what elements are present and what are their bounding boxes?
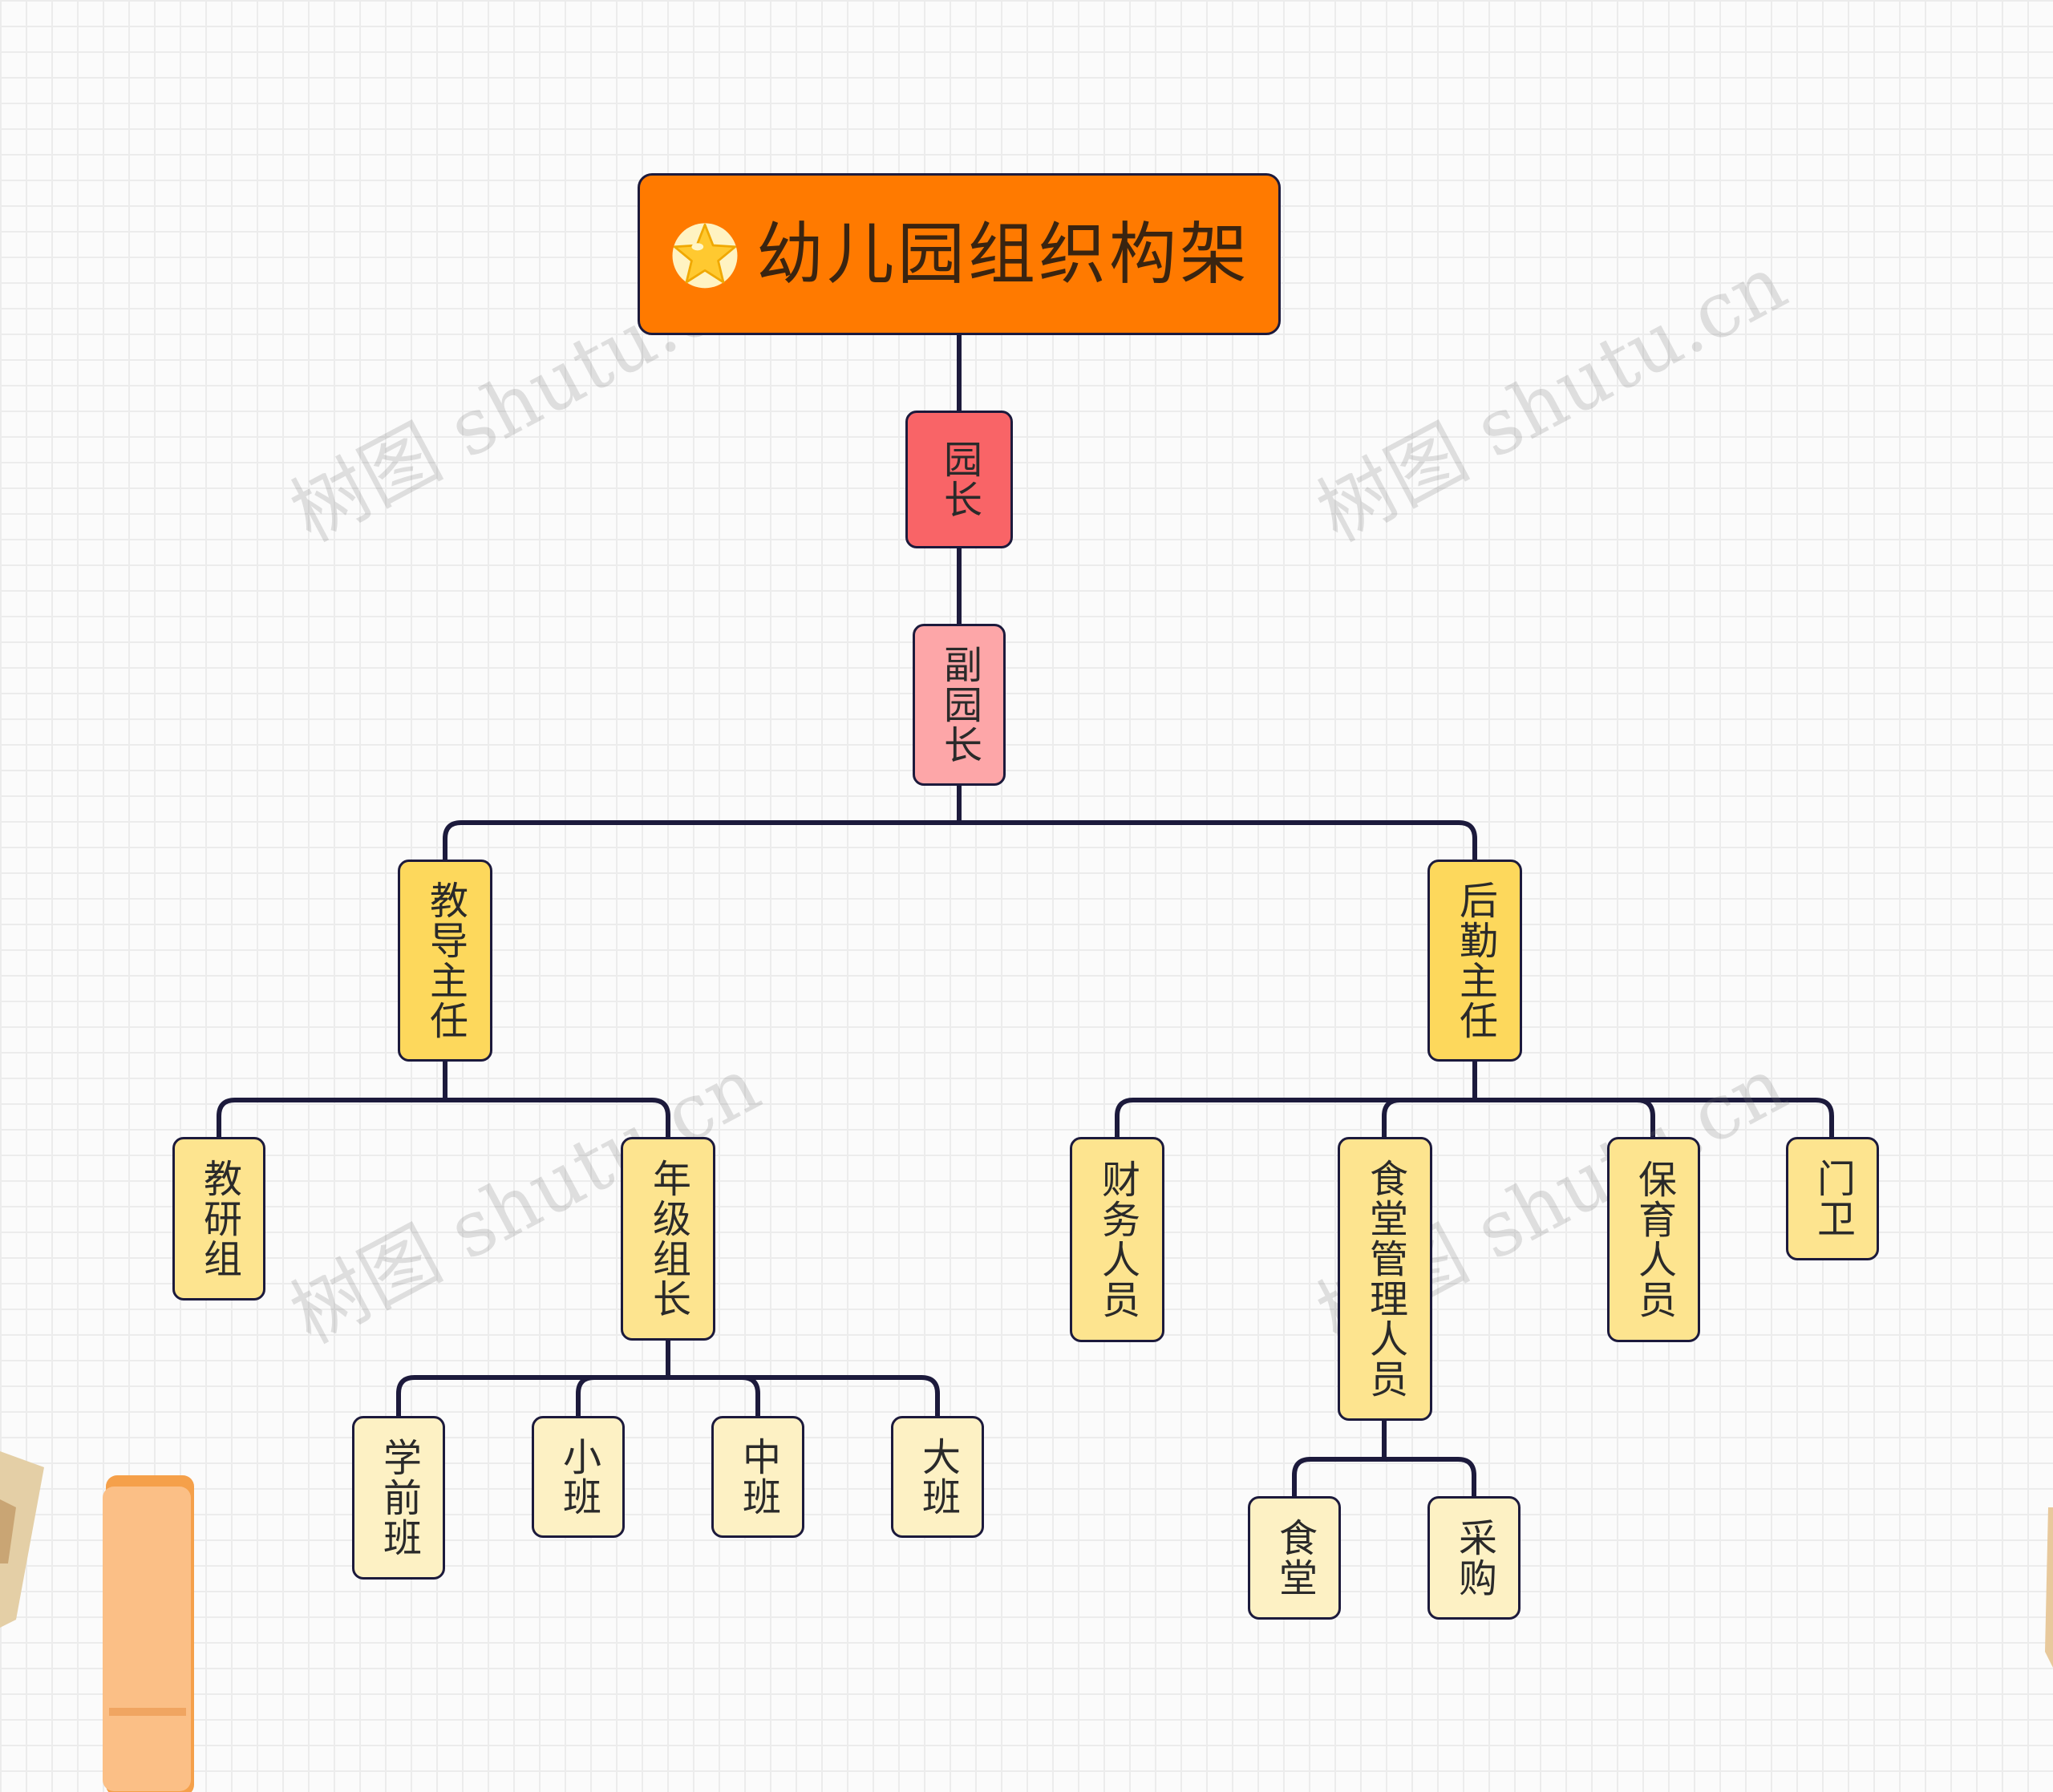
node-logistics-director[interactable]: 后勤主任 [1427,860,1522,1062]
node-grade-leader[interactable]: 年级组长 [621,1137,715,1341]
node-academic-director[interactable]: 教导主任 [398,860,492,1062]
connector-grade-classes [396,1338,940,1418]
connector-academic-children [217,1059,670,1139]
node-label: 财务人员 [1095,1159,1140,1320]
node-label: 后勤主任 [1452,880,1497,1041]
node-purchasing[interactable]: 采购 [1427,1496,1521,1620]
node-label: 教导主任 [423,880,468,1041]
node-label: 学前班 [376,1438,421,1558]
node-childcare-staff[interactable]: 保育人员 [1607,1137,1700,1342]
node-label: 副园长 [937,645,982,765]
node-vice-principal[interactable]: 副园长 [913,624,1006,786]
node-canteen-manager[interactable]: 食堂管理人员 [1338,1137,1432,1421]
node-label: 食堂 [1272,1518,1317,1598]
paper-decoration-right [2045,1507,2053,1668]
page-title: 幼儿园组织构架 [755,215,1250,293]
node-gatekeeper[interactable]: 门卫 [1786,1137,1879,1260]
node-label: 大班 [915,1437,960,1517]
node-label: 门卫 [1810,1159,1855,1239]
node-preschool-class[interactable]: 学前班 [352,1416,445,1580]
star-icon [672,223,738,289]
connector-canteen-children [1292,1418,1476,1499]
node-small-class[interactable]: 小班 [532,1416,625,1538]
node-label: 食堂管理人员 [1363,1159,1407,1399]
root-title-node[interactable]: 幼儿园组织构架 [638,173,1281,335]
paper-decoration-left [0,1451,44,1628]
connector-logistics-children [1115,1059,1834,1139]
node-label: 采购 [1452,1518,1496,1598]
node-label: 园长 [937,439,982,520]
node-label: 年级组长 [646,1159,690,1319]
node-label: 小班 [556,1437,601,1517]
node-principal[interactable]: 园长 [905,411,1013,548]
node-label: 中班 [735,1437,780,1517]
node-teaching-research-group[interactable]: 教研组 [172,1137,265,1301]
pen-decoration [103,1475,194,1792]
connector-vice-directors [443,783,1477,862]
node-finance-staff[interactable]: 财务人员 [1070,1137,1164,1342]
node-middle-class[interactable]: 中班 [711,1416,804,1538]
node-label: 保育人员 [1631,1159,1676,1320]
node-large-class[interactable]: 大班 [891,1416,984,1538]
node-canteen[interactable]: 食堂 [1248,1496,1341,1620]
node-label: 教研组 [196,1159,241,1279]
